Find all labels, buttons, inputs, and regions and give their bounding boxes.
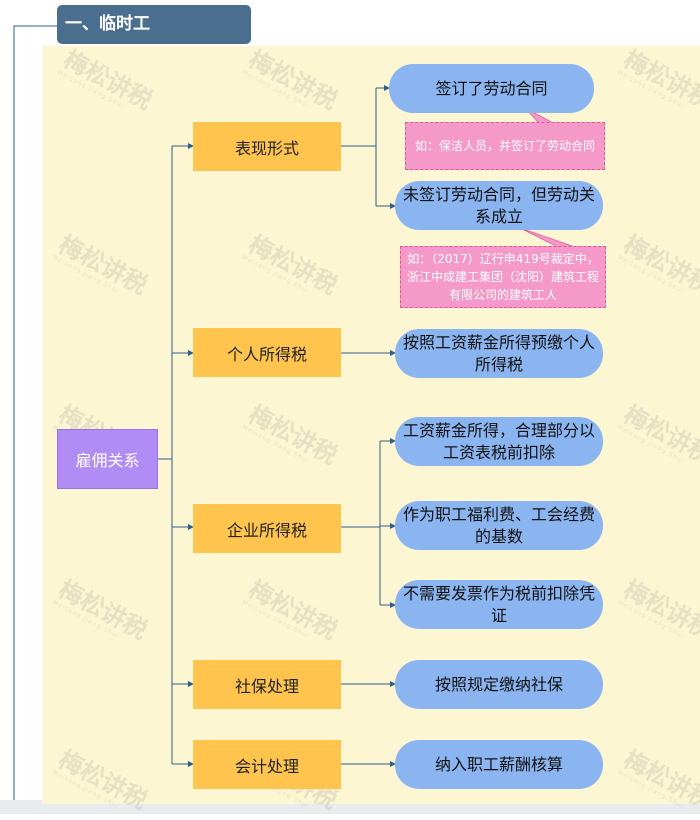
note-callout-2: 如：（2017）辽行申419号裁定中，浙江中成建工集团（沈阳）建筑工程有限公司的… xyxy=(400,246,606,308)
callout-pointer-2 xyxy=(519,227,579,249)
note-callout-1: 如：保洁人员，并签订了劳动合同 xyxy=(405,122,605,170)
leaf-cit-1: 工资薪金所得，合理部分以工资表税前扣除 xyxy=(395,417,603,466)
category-form: 表现形式 xyxy=(193,122,341,171)
leaf-cit-3: 不需要发票作为税前扣除凭证 xyxy=(395,580,603,629)
leaf-form-2: 未签订劳动合同，但劳动关系成立 xyxy=(395,181,603,230)
leaf-accounting-1: 纳入职工薪酬核算 xyxy=(395,740,603,789)
cit-trunk xyxy=(341,441,381,605)
leaf-cit-2: 作为职工福利费、工会经费的基数 xyxy=(395,501,603,550)
root-node: 雇佣关系 xyxy=(57,429,158,489)
category-cit: 企业所得税 xyxy=(193,504,341,553)
section-title: 一、临时工 xyxy=(57,5,251,44)
leaf-social-1: 按照规定缴纳社保 xyxy=(395,660,603,709)
form-trunk xyxy=(341,88,377,206)
outline-connector xyxy=(13,25,57,800)
leaf-iit-1: 按照工资薪金所得预缴个人所得税 xyxy=(395,329,603,378)
leaf-form-1: 签订了劳动合同 xyxy=(389,64,594,113)
category-iit: 个人所得税 xyxy=(193,328,341,377)
category-accounting: 会计处理 xyxy=(193,740,341,789)
category-social: 社保处理 xyxy=(193,660,341,709)
